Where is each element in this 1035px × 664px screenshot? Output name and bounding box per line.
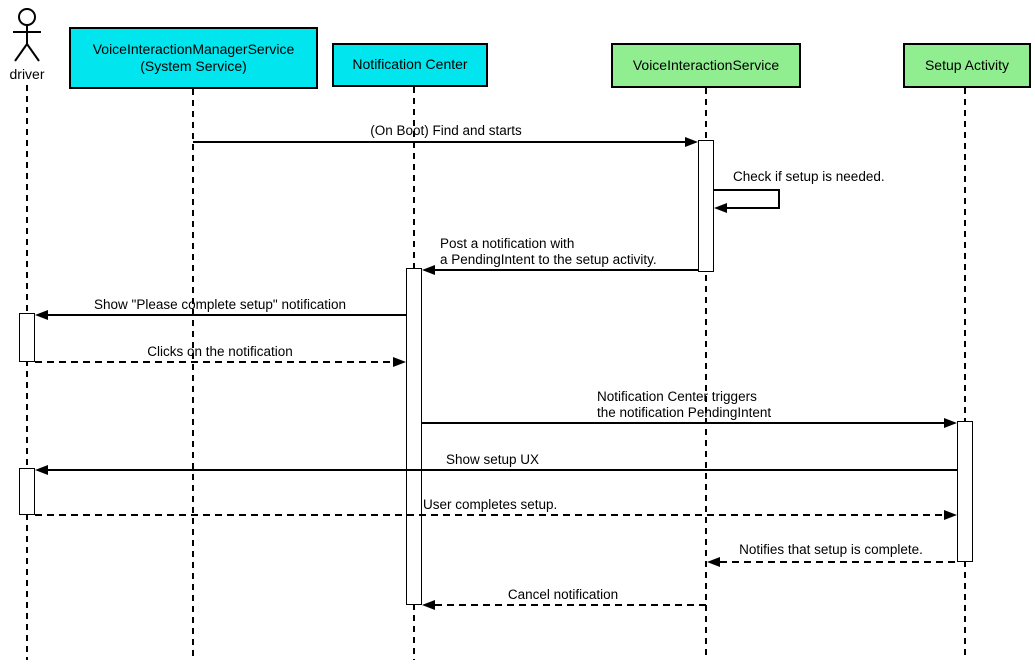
message-label: Show "Please complete setup" notificatio… xyxy=(94,297,346,312)
message-label: Notification Center triggers the notific… xyxy=(597,389,771,421)
message-label-line2: the notification PendingIntent xyxy=(597,405,772,420)
self-message-top-line xyxy=(714,189,780,191)
lifeline-voiceinteractionmanagerservice xyxy=(192,89,194,660)
message-label: Show setup UX xyxy=(446,452,540,467)
message-line xyxy=(48,314,406,316)
activation-notification-center xyxy=(406,268,422,605)
activation-driver-1 xyxy=(19,313,35,362)
message-line xyxy=(422,422,944,424)
message-label-line1: Post a notification with xyxy=(440,236,575,251)
message-label: Post a notification with a PendingIntent… xyxy=(440,236,657,268)
message-line xyxy=(720,561,957,563)
lifeline-voiceinteractionservice xyxy=(705,88,707,660)
message-line xyxy=(48,469,957,471)
message-label: User completes setup. xyxy=(423,497,558,512)
arrowhead-right-icon xyxy=(944,418,957,428)
message-label-line2: a PendingIntent to the setup activity. xyxy=(440,252,657,267)
self-message-bottom-line xyxy=(727,207,780,209)
message-label: Check if setup is needed. xyxy=(733,169,885,184)
arrowhead-right-icon xyxy=(944,510,957,520)
actor-stick-figure-icon xyxy=(13,8,41,62)
participant-setup-activity: Setup Activity xyxy=(903,43,1031,88)
actor-label: driver xyxy=(9,66,45,82)
participant-label-line2: (System Service) xyxy=(140,58,247,74)
arrowhead-left-icon xyxy=(422,600,435,610)
arrowhead-left-icon xyxy=(35,465,48,475)
participant-label: Setup Activity xyxy=(924,56,1010,73)
participant-label: Notification Center xyxy=(352,56,468,73)
message-line xyxy=(35,361,393,363)
lifeline-setup-activity xyxy=(964,88,966,660)
participant-voiceinteractionservice: VoiceInteractionService xyxy=(611,43,801,88)
message-line xyxy=(435,269,698,271)
message-label-line1: Notification Center triggers xyxy=(597,389,757,404)
participant-label-line1: VoiceInteractionManagerService xyxy=(92,40,295,57)
arrowhead-left-icon xyxy=(714,203,727,213)
message-line xyxy=(35,514,944,516)
activation-driver-2 xyxy=(19,468,35,515)
activation-voiceinteractionservice xyxy=(698,140,714,272)
participant-voiceinteractionmanagerservice: VoiceInteractionManagerService (System S… xyxy=(69,27,318,89)
message-label: Clicks on the notification xyxy=(147,344,293,359)
message-label: (On Boot) Find and starts xyxy=(370,123,522,138)
arrowhead-left-icon xyxy=(707,557,720,567)
participant-notification-center: Notification Center xyxy=(332,43,488,87)
arrowhead-left-icon xyxy=(422,265,435,275)
message-label: Notifies that setup is complete. xyxy=(739,542,923,557)
arrowhead-left-icon xyxy=(35,310,48,320)
message-line xyxy=(193,141,685,143)
message-line xyxy=(435,604,707,606)
message-label: Cancel notification xyxy=(507,587,619,602)
self-message-side-line xyxy=(778,189,780,208)
lifeline-driver xyxy=(26,85,28,660)
activation-setup-activity xyxy=(957,421,973,562)
arrowhead-right-icon xyxy=(393,357,406,367)
arrowhead-right-icon xyxy=(685,137,698,147)
participant-label: VoiceInteractionService xyxy=(632,56,780,73)
